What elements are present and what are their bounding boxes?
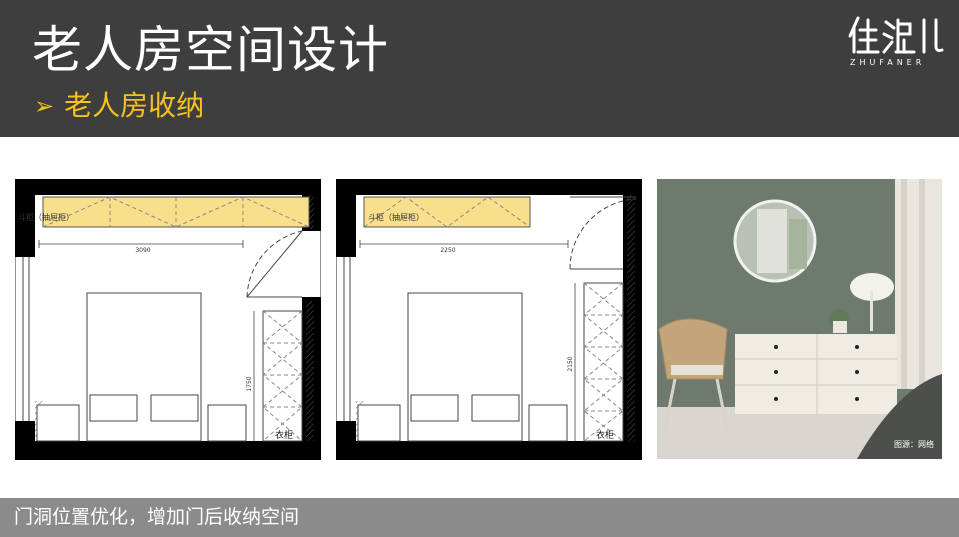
footer-bar: 门洞位置优化，增加门后收纳空间 — [0, 498, 959, 537]
header-bar: 老人房空间设计 ➢ 老人房收纳 ZHUFANER — [0, 0, 959, 137]
photo-credit: 图源：网络 — [894, 440, 934, 449]
arrow-right-icon: ➢ — [34, 92, 55, 120]
logo-wordmark: ZHUFANER — [850, 58, 926, 67]
footer-caption: 门洞位置优化，增加门后收纳空间 — [14, 506, 300, 528]
floor-plan-original: 斗柜（抽屉柜） 3090 1750 衣柜 — [15, 179, 321, 460]
width-dimension: 3090 — [135, 247, 150, 254]
height-dimension: 2150 — [567, 356, 574, 371]
wardrobe-label: 衣柜 — [596, 429, 614, 441]
page-title: 老人房空间设计 — [32, 21, 389, 79]
width-dimension: 2250 — [440, 247, 455, 254]
section-subtitle: ➢ 老人房收纳 — [34, 86, 204, 126]
brand-logo — [848, 16, 944, 54]
cabinet-label: 斗柜（抽屉柜） — [368, 212, 424, 222]
bedroom-illustration — [657, 179, 942, 459]
wardrobe-label: 衣柜 — [275, 429, 293, 441]
floor-plan-optimized: 斗柜（抽屉柜） 2250 2150 衣柜 — [336, 179, 642, 460]
cabinet-label: 斗柜（抽屉柜） — [18, 212, 74, 222]
bedroom-photo: 图源：网络 — [657, 179, 942, 459]
height-dimension: 1750 — [246, 376, 253, 391]
subtitle-text: 老人房收纳 — [64, 89, 205, 122]
